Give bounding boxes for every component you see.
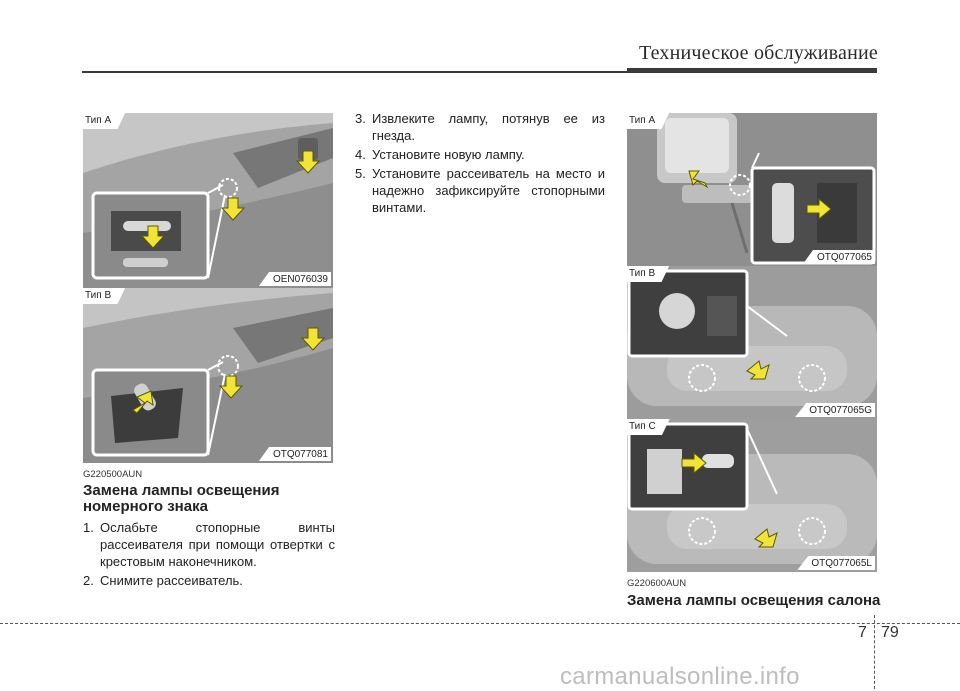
plate-lamp-type-a-illustration xyxy=(83,113,333,288)
step-number: 5. xyxy=(355,166,366,181)
step-item: 4. Установите новую лампу. xyxy=(355,146,605,163)
figure-interior-lamp-type-c: Тип C OTQ077065L xyxy=(627,419,877,572)
footer-dashed-divider xyxy=(874,615,875,689)
step-text: Установите рассеиватель на место и надеж… xyxy=(372,166,605,215)
step-text: Снимите рассеиватель. xyxy=(100,573,243,588)
figure-type-label: Тип C xyxy=(627,419,670,435)
step-item: 1. Ослабьте стопорные винты рассеивателя … xyxy=(83,519,335,570)
step-number: 4. xyxy=(355,147,366,162)
section-code: G220500AUN xyxy=(83,469,143,480)
page-header-title: Техническое обслуживание xyxy=(638,42,878,64)
interior-lamp-type-a-illustration xyxy=(627,113,877,266)
watermark: carmanualsonline.info xyxy=(560,663,800,690)
interior-lamp-type-c-illustration xyxy=(627,419,877,572)
figure-type-label: Тип B xyxy=(627,266,670,282)
step-text: Установите новую лампу. xyxy=(372,147,525,162)
interior-lamp-type-b-illustration xyxy=(627,266,877,419)
figure-type-label: Тип A xyxy=(83,113,126,129)
figure-plate-lamp-type-b: Тип B OTQ077081 xyxy=(83,288,333,463)
step-text: Извлеките лампу, потянув ее из гнезда. xyxy=(372,111,605,143)
steps-list-middle: 3. Извлеките лампу, потянув ее из гнезда.… xyxy=(355,110,605,218)
figure-interior-lamp-type-a: Тип A OTQ077065 xyxy=(627,113,877,266)
figure-code: OTQ077065L xyxy=(797,556,875,570)
steps-list-left: 1. Ослабьте стопорные винты рассеивателя … xyxy=(83,519,335,591)
figure-code: OEN076039 xyxy=(258,272,331,286)
step-text: Ослабьте стопорные винты рассеивателя пр… xyxy=(100,520,335,569)
figure-plate-lamp-type-a: Тип A OEN076039 xyxy=(83,113,333,288)
section-number: 7 xyxy=(858,624,867,641)
step-item: 2. Снимите рассеиватель. xyxy=(83,572,335,589)
figure-code: OTQ077065 xyxy=(802,250,875,264)
step-item: 5. Установите рассеиватель на место и над… xyxy=(355,165,605,216)
figure-interior-lamp-type-b: Тип B OTQ077065G xyxy=(627,266,877,419)
figure-type-label: Тип A xyxy=(627,113,670,129)
step-number: 1. xyxy=(83,520,94,535)
page-number: 79 xyxy=(881,624,899,641)
step-number: 3. xyxy=(355,111,366,126)
section-title: Замена лампы освещения номерного знака xyxy=(83,482,280,515)
header-rule xyxy=(82,71,877,73)
figure-code: OTQ077081 xyxy=(258,447,331,461)
figure-type-label: Тип B xyxy=(83,288,126,304)
step-item: 3. Извлеките лампу, потянув ее из гнезда. xyxy=(355,110,605,144)
figure-code: OTQ077065G xyxy=(795,403,875,417)
header-rule-accent xyxy=(627,68,877,73)
section-title: Замена лампы освещения салона xyxy=(627,592,881,609)
step-number: 2. xyxy=(83,573,94,588)
footer-dashed-rule xyxy=(0,623,960,624)
section-code: G220600AUN xyxy=(627,578,687,589)
plate-lamp-type-b-illustration xyxy=(83,288,333,463)
